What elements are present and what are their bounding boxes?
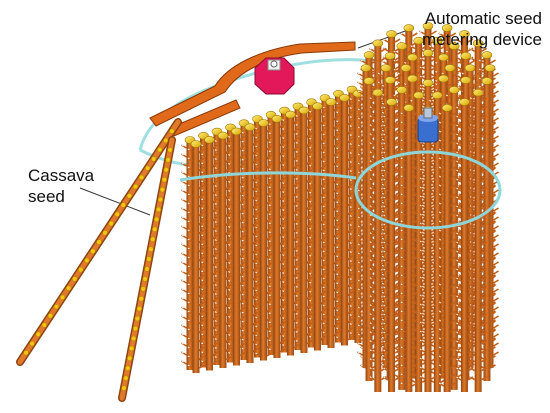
rod (335, 94, 354, 346)
device-callout-label: Automatic seed metering device (422, 8, 542, 50)
rod (438, 104, 457, 393)
rod (455, 98, 474, 393)
rod (214, 131, 232, 368)
rod (295, 106, 313, 354)
conveyor-chain-front (179, 150, 502, 230)
rod (187, 140, 205, 373)
cassava-seed-stems (16, 118, 182, 402)
motor-gear-icon (254, 57, 295, 95)
rod (308, 102, 327, 351)
leader-lines (79, 29, 409, 216)
rod (268, 115, 286, 358)
rod (227, 127, 246, 366)
seed-label-line-1: Cassava (28, 166, 95, 185)
upper-rail (149, 41, 356, 127)
rod (241, 123, 259, 363)
seed-stem (118, 136, 176, 402)
seed-callout-label: Cassava seed (28, 165, 94, 207)
seed-leader-line (79, 187, 151, 216)
rod (399, 104, 418, 393)
device-label-line-2: metering device (421, 30, 542, 49)
device-leader-line (357, 29, 409, 49)
seed-stem (16, 118, 182, 366)
cylinder-rod-stand (357, 22, 499, 393)
rod (281, 110, 300, 356)
rod (322, 98, 340, 348)
guide-rails (149, 41, 356, 137)
rod (200, 136, 219, 371)
seed-label-line-2: seed (28, 187, 65, 206)
device-label-line-1: Automatic seed (424, 9, 542, 28)
drive-shaft-icon (417, 107, 439, 143)
left-rod-stand (181, 85, 367, 373)
